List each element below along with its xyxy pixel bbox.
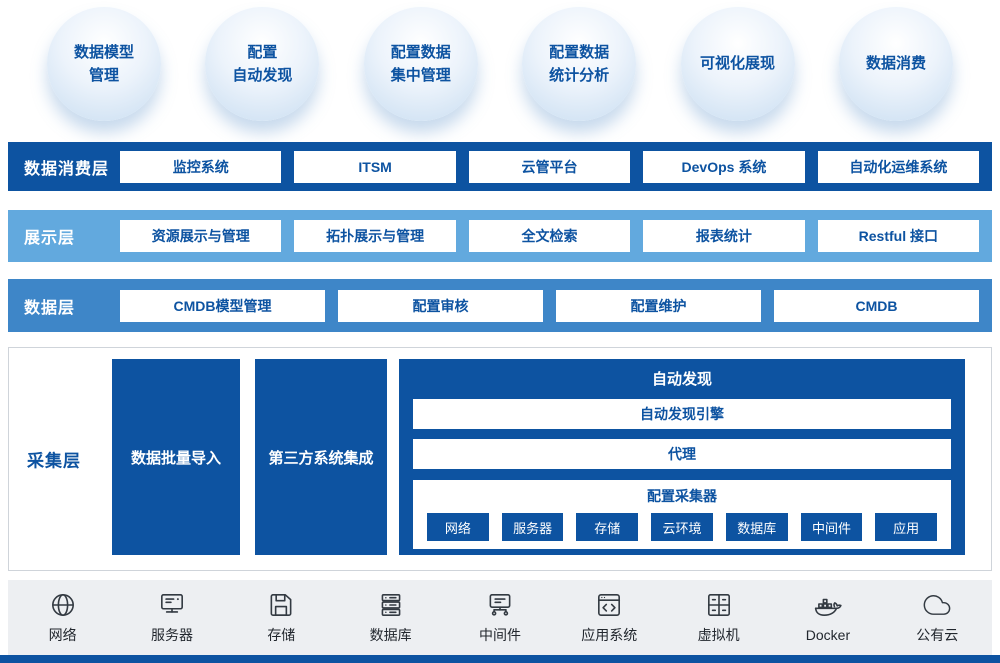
layer-item: 全文检索 [468,220,631,252]
collector-items: 网络 服务器 存储 云环境 数据库 中间件 应用 [423,513,941,541]
bubble-visualization: 可视化展现 [680,7,795,121]
layer-item: 资源展示与管理 [120,220,282,252]
collector-chip: 数据库 [725,513,788,541]
infra-item-server: 服务器 [117,580,226,655]
collector-chip: 中间件 [800,513,863,541]
bottom-accent-bar [0,655,1000,663]
layer-item: 监控系统 [120,150,282,183]
layer-presentation-bar: 展示层 资源展示与管理 拓扑展示与管理 全文检索 报表统计 Restful 接口 [8,210,992,262]
layer-label: 展示层 [24,230,76,247]
infra-label: 存储 [267,627,296,643]
bubble-data-model-management: 数据模型 管理 [47,7,161,121]
layer-item: 配置维护 [556,289,761,322]
docker-icon [813,592,843,622]
infra-item-application: 应用系统 [555,580,664,655]
layer-item: Restful 接口 [817,220,980,252]
infra-label: 中间件 [478,627,521,643]
layer-data-bar: 数据层 CMDB模型管理 配置审核 配置维护 CMDB [8,279,992,332]
infra-item-vm: 虚拟机 [664,580,773,655]
collector-chip: 存储 [576,513,639,541]
infra-item-database: 数据库 [336,580,445,655]
infra-label: 服务器 [150,627,193,643]
layer-items: CMDB模型管理 配置审核 配置维护 CMDB [120,289,992,322]
layer-label: 数据消费层 [24,160,110,178]
database-icon [376,590,406,620]
layer-item: 报表统计 [643,220,805,252]
vm-icon [704,590,734,620]
collector-chip: 服务器 [501,513,564,541]
layer-item: 云管平台 [468,150,631,183]
feature-bubbles: 数据模型 管理 配置 自动发现 配置数据 集中管理 配置数据 统计分析 可视化展… [47,7,953,121]
layer-item: 拓扑展示与管理 [294,220,456,252]
collector-chip: 应用 [875,513,938,541]
layer-item: 配置审核 [338,289,543,322]
auto-discovery-row-engine: 自动发现引擎 [413,399,951,429]
infra-label: 公有云 [916,627,959,643]
infra-label: 应用系统 [581,627,638,643]
infra-item-public-cloud: 公有云 [883,580,992,655]
infrastructure-bar: 网络 服务器 存储 [8,580,992,655]
infra-item-docker: Docker [773,580,882,655]
infra-label: 数据库 [369,627,412,643]
collector-title: 配置采集器 [647,488,717,504]
collector-chip: 网络 [427,513,489,541]
layer-label: 数据层 [24,299,76,317]
auto-discovery-title: 自动发现 [651,371,712,388]
infra-item-network: 网络 [8,580,117,655]
layer-item: ITSM [294,150,456,183]
bubble-data-consumption: 数据消费 [838,7,953,121]
layer-item: CMDB模型管理 [120,289,325,322]
bubble-statistics-analysis: 配置数据 统计分析 [522,7,637,121]
layer-item: CMDB [774,289,979,322]
application-icon [594,590,624,620]
collection-layer: 采集层 数据批量导入 第三方系统集成 自动发现 自动发现引擎 代理 配置采集器 … [8,347,992,571]
layer-consumption-bar: 数据消费层 监控系统 ITSM 云管平台 DevOps 系统 自动化运维系统 [8,142,992,191]
bubble-auto-discovery: 配置 自动发现 [205,7,320,121]
layer-items: 监控系统 ITSM 云管平台 DevOps 系统 自动化运维系统 [120,150,992,183]
collector-panel: 配置采集器 网络 服务器 存储 云环境 数据库 中间件 应用 [413,480,951,549]
auto-discovery-row-agent: 代理 [413,439,951,469]
infra-label: 虚拟机 [697,627,740,643]
server-icon [157,590,187,620]
infra-item-middleware: 中间件 [445,580,554,655]
auto-discovery-panel: 自动发现 自动发现引擎 代理 配置采集器 网络 服务器 存储 云环境 数据库 中… [399,359,965,555]
pillar-third-party-integration: 第三方系统集成 [255,359,387,555]
storage-icon [266,590,296,620]
infra-label: Docker [805,627,851,643]
middleware-icon [485,590,515,620]
layer-items: 资源展示与管理 拓扑展示与管理 全文检索 报表统计 Restful 接口 [120,220,992,252]
pillar-batch-import: 数据批量导入 [112,359,240,555]
infra-label: 网络 [48,627,77,643]
layer-item: 自动化运维系统 [817,150,980,183]
bubble-centralized-management: 配置数据 集中管理 [363,7,478,121]
collection-label: 采集层 [27,451,81,471]
cloud-icon [922,590,952,620]
layer-item: DevOps 系统 [643,150,805,183]
collector-chip: 云环境 [651,513,713,541]
network-icon [48,590,78,620]
infra-item-storage: 存储 [227,580,336,655]
